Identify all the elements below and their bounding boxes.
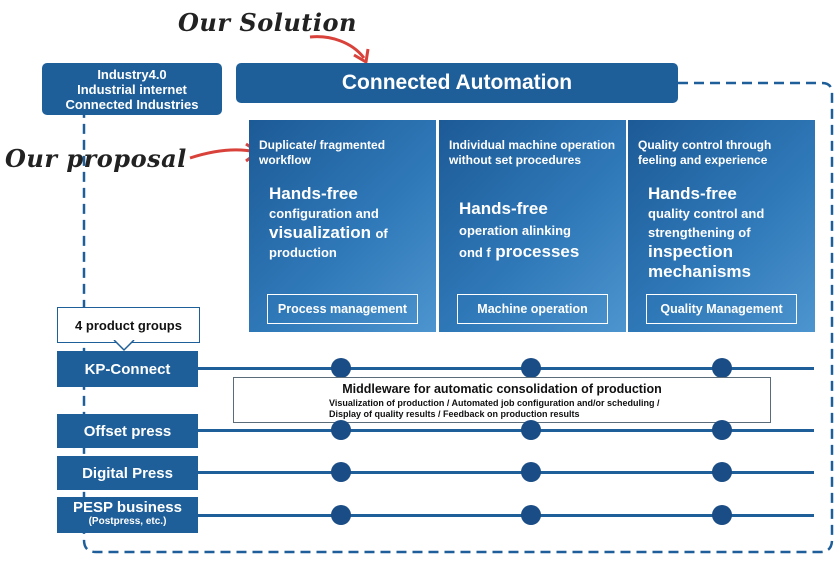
node-dot [521,505,541,525]
our-proposal-annotation: Our proposal [5,144,187,173]
industry-line-2: Industrial internet [77,81,187,97]
callout-pointer [113,340,135,352]
middleware-desc-line-2: Display of quality results / Feedback on… [329,409,580,419]
dashed-frame [82,81,834,554]
main-part: of [375,226,388,241]
panel-quality: Quality control through feeling and expe… [628,120,815,332]
industry-box: Industry4.0 Industrial internet Connecte… [42,63,222,115]
main-part: operation alinking [459,223,571,238]
our-solution-annotation: Our Solution [178,8,357,37]
node-dot [331,420,351,440]
industry-line-1: Industry4.0 [97,66,167,82]
panel-main-text: Hands-free quality control and strengthe… [648,184,809,282]
node-dot [331,505,351,525]
digital-press-line [198,471,814,474]
main-part: ond f [459,245,491,260]
main-part: strengthening of [648,225,751,240]
group-label-text: KP-Connect [84,360,171,378]
group-label-text: Offset press [83,422,172,440]
main-part: mechanisms [648,262,751,281]
panel-subtitle: Duplicate/ fragmented workflow [259,138,386,167]
group-label-text: PESP business [73,499,182,516]
main-part: processes [495,242,580,261]
main-part: visualization [269,223,372,242]
panel-machine: Individual machine operation without set… [439,120,626,332]
node-dot [521,462,541,482]
group-sublabel-text: (Postpress, etc.) [88,516,167,527]
middleware-description: Visualization of production / Automated … [329,398,660,420]
offset-press-line [198,429,814,432]
group-pesp-business: PESP business (Postpress, etc.) [57,497,198,533]
main-part: Hands-free [459,199,548,218]
product-groups-callout: 4 product groups [57,307,200,343]
middleware-desc-line-1: Visualization of production / Automated … [329,398,660,408]
panel-subtitle: Quality control through feeling and expe… [638,138,772,167]
tag-machine-operation: Machine operation [457,294,608,324]
pesp-line [198,514,814,517]
tag-process-management: Process management [267,294,418,324]
panel-main-text: Hands-free operation alinking ond f proc… [459,198,620,263]
proposal-arrow [189,148,257,160]
tag-quality-management: Quality Management [646,294,797,324]
connected-automation-title: Connected Automation [236,63,678,103]
node-dot [331,462,351,482]
node-dot [712,462,732,482]
node-dot [521,420,541,440]
node-dot [712,358,732,378]
middleware-title: Middleware for automatic consolidation o… [342,382,662,396]
main-part: configuration and [269,206,379,221]
node-dot [331,358,351,378]
panel-subtitle: Individual machine operation without set… [449,138,616,167]
node-dot [712,420,732,440]
main-part: Hands-free [648,184,737,203]
solution-arrow [309,35,366,59]
node-dot [712,505,732,525]
middleware-box: Middleware for automatic consolidation o… [233,377,771,423]
main-part: inspection [648,242,734,261]
node-dot [521,358,541,378]
group-digital-press: Digital Press [57,456,198,490]
callout-text: 4 product groups [75,317,182,333]
main-part: production [269,245,337,260]
group-offset-press: Offset press [57,414,198,448]
group-label-text: Digital Press [82,464,173,482]
panel-process: Duplicate/ fragmented workflow Hands-fre… [249,120,436,332]
solution-arrowhead [353,48,370,64]
main-part: quality control and [648,206,765,221]
panel-main-text: Hands-free configuration and visualizati… [269,184,430,262]
industry-line-3: Connected Industries [65,96,199,112]
kp-connect-line [198,367,814,370]
group-kp-connect: KP-Connect [57,351,198,387]
main-part: Hands-free [269,184,358,203]
title-text: Connected Automation [341,71,573,94]
